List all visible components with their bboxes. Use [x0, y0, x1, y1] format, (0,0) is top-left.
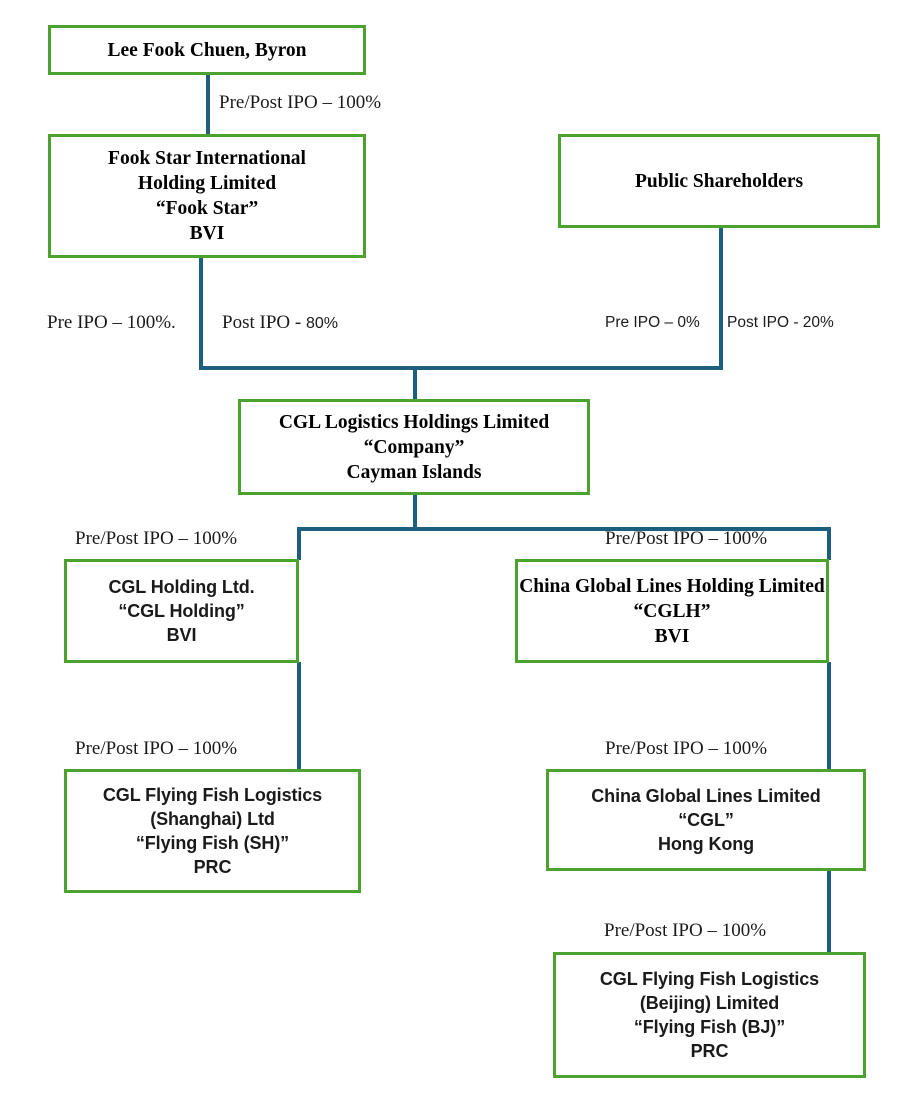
node-line: CGL Holding Ltd. [108, 577, 255, 597]
node-line: (Shanghai) Ltd [150, 809, 275, 829]
node-line: China Global Lines Limited [591, 786, 821, 806]
node-fook-star[interactable]: Fook Star International Holding Limited … [48, 134, 366, 258]
edge-label-fook-star-post-ipo: Post IPO - 80% [222, 312, 338, 334]
node-cglh[interactable]: China Global Lines Holding Limited “CGLH… [515, 559, 829, 663]
node-line: (Beijing) Limited [639, 993, 780, 1013]
node-line: Public Shareholders [634, 170, 804, 192]
edge-label-post-value: 80% [305, 315, 338, 332]
node-line: CGL Logistics Holdings Limited [278, 411, 550, 433]
edge-label-public-post-ipo: Post IPO - 20% [727, 314, 834, 331]
node-line: “CGL Holding” [118, 601, 245, 621]
edge-label-cgl-holding-to-flying-fish-sh: Pre/Post IPO – 100% [75, 738, 238, 759]
connector-cgl-to-flying-fish-bj [827, 870, 831, 953]
node-line: China Global Lines Holding Limited [519, 575, 825, 597]
connector-company-down [413, 494, 417, 530]
node-flying-fish-shanghai[interactable]: CGL Flying Fish Logistics (Shanghai) Ltd… [64, 769, 361, 893]
node-line: BVI [189, 223, 225, 244]
node-line: Lee Fook Chuen, Byron [107, 39, 307, 61]
connector-company-split-bar [297, 527, 831, 531]
edge-label-founder-to-fook-star: Pre/Post IPO – 100% [219, 92, 382, 113]
connector-merge-to-company [413, 366, 417, 400]
connector-fook-star-down [199, 256, 203, 370]
connector-public-shareholders-down [719, 228, 723, 370]
node-line: BVI [166, 625, 197, 645]
node-line: PRC [193, 857, 232, 877]
node-flying-fish-beijing[interactable]: CGL Flying Fish Logistics (Beijing) Limi… [553, 952, 866, 1078]
node-line: PRC [690, 1041, 729, 1061]
node-line: Fook Star International [108, 148, 306, 169]
connector-cgl-holding-to-flying-fish-sh [297, 662, 301, 770]
edge-label-cgl-to-flying-fish-bj: Pre/Post IPO – 100% [604, 920, 767, 941]
node-line: CGL Flying Fish Logistics [599, 969, 820, 989]
node-line: Cayman Islands [346, 461, 482, 483]
connector-cglh-to-cgl [827, 662, 831, 770]
edge-label-public-pre-ipo: Pre IPO – 0% [605, 314, 700, 331]
edge-label-company-to-cgl-holding: Pre/Post IPO – 100% [75, 528, 238, 549]
node-line: CGL Flying Fish Logistics [102, 785, 323, 805]
edge-label-cglh-to-cgl: Pre/Post IPO – 100% [605, 738, 768, 759]
node-line: “Company” [363, 436, 465, 458]
node-cgl[interactable]: China Global Lines Limited “CGL” Hong Ko… [546, 769, 866, 871]
node-line: Holding Limited [137, 173, 277, 194]
node-line: “CGLH” [633, 600, 711, 622]
node-lee-fook-chuen-byron[interactable]: Lee Fook Chuen, Byron [48, 25, 366, 75]
edge-label-company-to-cglh: Pre/Post IPO – 100% [605, 528, 768, 549]
node-line: “CGL” [678, 810, 734, 830]
node-line: BVI [654, 625, 690, 647]
node-public-shareholders[interactable]: Public Shareholders [558, 134, 880, 228]
node-line: “Flying Fish (SH)” [135, 833, 290, 853]
node-line: Hong Kong [657, 834, 755, 854]
node-cgl-holding[interactable]: CGL Holding Ltd. “CGL Holding” BVI [64, 559, 299, 663]
connector-split-to-cgl-holding [297, 527, 301, 560]
node-line: “Flying Fish (BJ)” [633, 1017, 786, 1037]
edge-label-post-prefix: Post IPO - [222, 312, 306, 333]
node-company[interactable]: CGL Logistics Holdings Limited “Company”… [238, 399, 590, 495]
node-line: “Fook Star” [155, 198, 259, 219]
connector-merge-bar [199, 366, 723, 370]
edge-label-fook-star-pre-ipo: Pre IPO – 100%. [47, 312, 176, 333]
connector-founder-to-fook-star [206, 72, 210, 136]
connector-split-to-cglh [827, 527, 831, 560]
